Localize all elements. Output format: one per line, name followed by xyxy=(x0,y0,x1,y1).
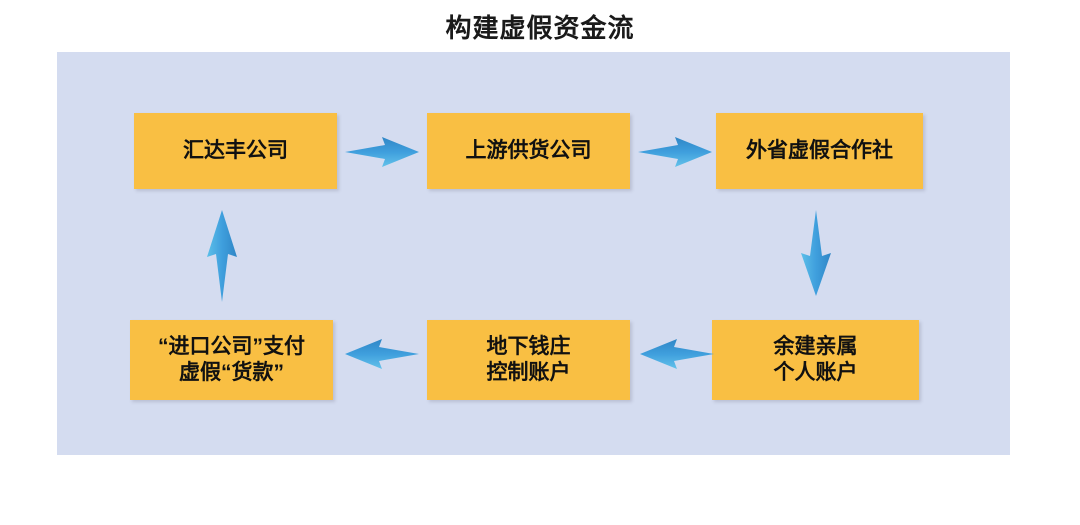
flow-node-relatives-account[interactable]: 余建亲属 个人账户 xyxy=(712,320,919,400)
page-title: 构建虚假资金流 xyxy=(445,13,635,43)
flow-node-label: 余建亲属 个人账户 xyxy=(773,334,858,384)
flow-node-upstream-supplier[interactable]: 上游供货公司 xyxy=(427,113,630,189)
flow-node-fake-cooperative[interactable]: 外省虚假合作社 xyxy=(716,113,923,189)
arrow-down-icon xyxy=(798,210,834,296)
flowchart-panel: 汇达丰公司 上游供货公司 外省虚假合作社 “进口公司”支付 虚假“货款” 地下钱… xyxy=(57,52,1010,455)
flow-node-label: “进口公司”支付 虚假“货款” xyxy=(158,334,305,384)
flow-node-label: 上游供货公司 xyxy=(465,138,592,162)
flow-node-import-company-payment[interactable]: “进口公司”支付 虚假“货款” xyxy=(130,320,333,400)
arrow-left-icon xyxy=(345,337,419,371)
flow-node-label: 地下钱庄 控制账户 xyxy=(486,334,571,384)
flow-node-label: 汇达丰公司 xyxy=(183,138,288,162)
arrow-right-icon xyxy=(638,135,712,169)
flow-node-huidafeng[interactable]: 汇达丰公司 xyxy=(134,113,337,189)
arrow-left-icon xyxy=(640,337,714,371)
arrow-right-icon xyxy=(345,135,419,169)
flow-node-label: 外省虚假合作社 xyxy=(746,138,893,162)
flow-node-underground-bank[interactable]: 地下钱庄 控制账户 xyxy=(427,320,630,400)
arrow-up-icon xyxy=(204,210,240,302)
